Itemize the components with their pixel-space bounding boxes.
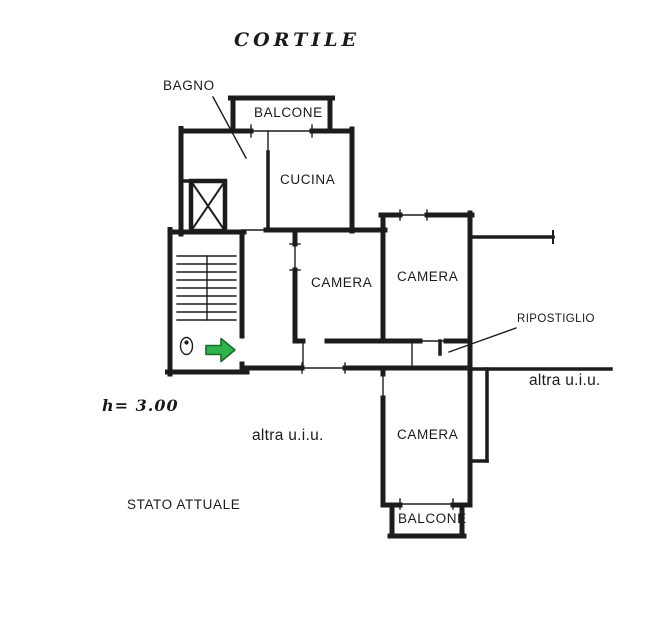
label-ripostiglio: RIPOSTIGLIO <box>517 313 595 325</box>
label-height-note: h= 3.00 <box>102 396 179 415</box>
camera-mid-left-walls <box>289 227 388 368</box>
label-pointer-lines <box>212 96 517 353</box>
toilet-fixture <box>179 336 194 356</box>
label-cucina: CUCINA <box>280 172 336 187</box>
corridor-bottom-wall <box>239 362 473 374</box>
label-camera-bottom: CAMERA <box>397 427 459 442</box>
label-bagno: BAGNO <box>163 78 215 93</box>
party-walls <box>468 230 613 463</box>
elevator-shaft <box>179 178 228 234</box>
camera-mid-right-walls <box>378 209 475 344</box>
label-camera-mid-right: CAMERA <box>397 269 459 284</box>
label-balcone-top: BALCONE <box>254 105 323 120</box>
top-wall <box>178 124 355 138</box>
ripostiglio-walls <box>411 339 442 369</box>
label-stato-attuale: STATO ATTUALE <box>127 497 241 512</box>
label-cortile: CORTILE <box>234 29 360 51</box>
label-altra-uiu-right: altra u.i.u. <box>529 372 601 389</box>
label-camera-mid-left: CAMERA <box>311 275 373 290</box>
entrance-arrow-icon <box>205 337 236 363</box>
staircase <box>176 255 237 321</box>
label-balcone-bottom: BALCONE <box>398 511 467 526</box>
balcony-top-walls <box>228 95 335 134</box>
balcony-bottom-walls <box>387 502 467 539</box>
walls <box>165 95 613 539</box>
label-altra-uiu-left: altra u.i.u. <box>252 427 324 444</box>
